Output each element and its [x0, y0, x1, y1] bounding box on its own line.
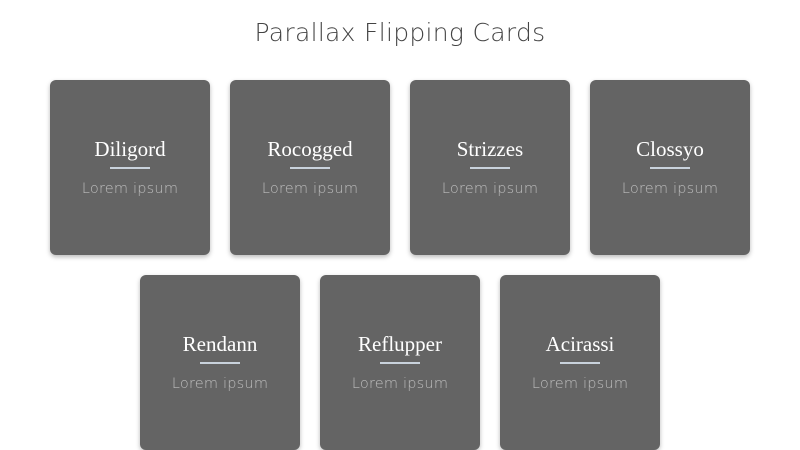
card-subtitle: Lorem ipsum: [441, 181, 539, 197]
card-title: Clossyo: [636, 137, 704, 161]
card-divider: [380, 362, 420, 364]
card-title: Strizzes: [456, 137, 524, 161]
card-subtitle: Lorem ipsum: [81, 181, 179, 197]
card-divider: [560, 362, 600, 364]
card-subtitle: Lorem ipsum: [621, 181, 719, 197]
card-title: Rendann: [182, 332, 258, 356]
card-title: Reflupper: [358, 332, 442, 356]
card-divider: [650, 167, 690, 169]
cards-row-2: Rendann Lorem ipsum Reflupper Lorem ipsu…: [0, 275, 800, 450]
card-rendann[interactable]: Rendann Lorem ipsum: [140, 275, 300, 450]
card-subtitle: Lorem ipsum: [351, 376, 449, 392]
card-divider: [200, 362, 240, 364]
card-diligord[interactable]: Diligord Lorem ipsum: [50, 80, 210, 255]
card-divider: [110, 167, 150, 169]
card-subtitle: Lorem ipsum: [171, 376, 269, 392]
card-strizzes[interactable]: Strizzes Lorem ipsum: [410, 80, 570, 255]
card-clossyo[interactable]: Clossyo Lorem ipsum: [590, 80, 750, 255]
card-divider: [470, 167, 510, 169]
card-title: Acirassi: [545, 332, 615, 356]
card-divider: [290, 167, 330, 169]
cards-row-1: Diligord Lorem ipsum Rocogged Lorem ipsu…: [0, 80, 800, 255]
card-title: Diligord: [94, 137, 166, 161]
page-title: Parallax Flipping Cards: [254, 18, 546, 47]
card-subtitle: Lorem ipsum: [261, 181, 359, 197]
card-acirassi[interactable]: Acirassi Lorem ipsum: [500, 275, 660, 450]
card-reflupper[interactable]: Reflupper Lorem ipsum: [320, 275, 480, 450]
card-rocogged[interactable]: Rocogged Lorem ipsum: [230, 80, 390, 255]
card-subtitle: Lorem ipsum: [531, 376, 629, 392]
card-title: Rocogged: [267, 137, 353, 161]
